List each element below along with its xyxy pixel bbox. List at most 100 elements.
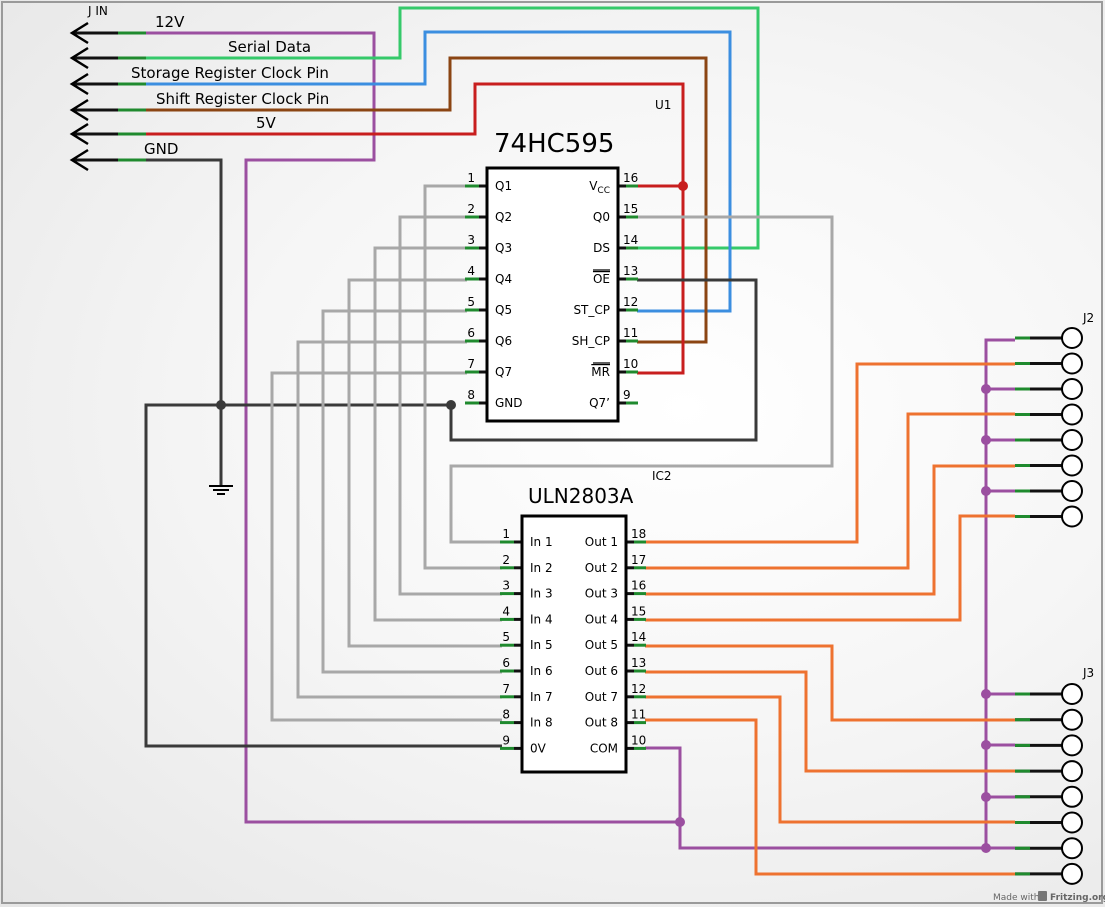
ic2-pin-number: 3 [502, 579, 510, 593]
connector-pin-circle [1061, 760, 1083, 783]
ic2-pin-label: In 1 [530, 535, 553, 549]
u1-pin-label: Q7’ [589, 396, 610, 410]
jin-signal-label: Serial Data [228, 38, 311, 56]
wire-oe-gnd [449, 278, 758, 442]
ic2-pin-9: 9 [500, 733, 522, 750]
j3-pin-1 [1015, 683, 1083, 705]
connector-pin-circle [1061, 734, 1083, 757]
u1-pin-4: 4 [465, 264, 487, 281]
wire-out2 [645, 412, 1015, 570]
connector-pin-circle [1061, 327, 1083, 349]
j2-pin-4 [1015, 403, 1083, 426]
u1-pin-3: 3 [465, 233, 487, 250]
connector-pin-circle [1061, 837, 1083, 860]
ic2-pin-label: In 6 [530, 664, 553, 678]
u1-pin-number: 1 [467, 171, 475, 185]
ic2-pin-7: 7 [500, 682, 522, 699]
wire-q2-in3 [398, 215, 502, 596]
ic2-pin-3: 3 [500, 579, 522, 596]
u1-pin-number: 4 [467, 264, 475, 278]
wire-5v [146, 82, 685, 375]
ic2-pin-number: 6 [502, 656, 510, 670]
jin-pin-3: Storage Register Clock Pin [69, 64, 329, 96]
wires [144, 6, 1015, 876]
u1-pin-16: 16 [618, 171, 638, 188]
arrow-icon [69, 46, 89, 70]
u1-part: 74HC595 [494, 129, 614, 159]
u1-pin-label: Q2 [495, 210, 512, 224]
j2-pin-6 [1015, 454, 1083, 477]
arrow-icon [69, 98, 89, 122]
j3-pin-2 [1015, 708, 1083, 731]
ic2-ref: IC2 [652, 469, 672, 483]
wire-q5-in6 [321, 309, 502, 674]
u1-pin-2: 2 [465, 202, 487, 219]
u1-ref: U1 [655, 98, 671, 112]
ic2-pin-13: 13 [626, 656, 646, 673]
connector-pin-circle [1061, 862, 1083, 885]
u1-pin-number: 16 [623, 171, 638, 185]
u1-pin-9: 9 [618, 388, 638, 405]
u1-pin-number: 15 [623, 202, 638, 216]
jin-ref: J IN [87, 4, 108, 18]
footer: Made with Fritzing.org [993, 891, 1105, 903]
connector-pin-circle [1061, 378, 1083, 400]
arrow-icon [69, 21, 89, 45]
wire-out3 [645, 464, 1015, 596]
u1-pin-number: 9 [623, 388, 631, 402]
arrow-icon [69, 148, 89, 172]
wire-j-common-bus [984, 338, 1015, 848]
jin-pin-1: 12V [69, 13, 185, 45]
connector-pin-circle [1061, 683, 1083, 705]
connector-pin-circle [1061, 352, 1083, 375]
ic2-pin-number: 12 [631, 682, 646, 696]
ic2-pin-6: 6 [500, 656, 522, 673]
ic2-pin-label: In 4 [530, 612, 553, 626]
ic2-pin-label: Out 7 [585, 690, 618, 704]
j3-pin-3 [1015, 734, 1083, 757]
connector-pin-circle [1061, 403, 1083, 426]
j3-pin-8 [1015, 862, 1083, 885]
ic2-pin-number: 9 [502, 733, 510, 747]
ic2-pin-5: 5 [500, 630, 522, 647]
ic2-pin-label: Out 2 [585, 561, 618, 575]
footer-made-with: Made with [993, 893, 1040, 903]
u1-pin-13: 13 [618, 264, 638, 281]
u1-pin-label: OE [593, 272, 610, 286]
ic2-pin-14: 14 [626, 630, 646, 647]
jin-signal-label: 12V [155, 13, 185, 31]
ic2-pin-8: 8 [500, 708, 522, 725]
jin-pin-2: Serial Data [69, 38, 311, 70]
ic2-pin-12: 12 [626, 682, 646, 699]
wire-q6-in7 [296, 340, 502, 699]
connector-pin-circle [1061, 505, 1083, 528]
u1-pin-10: 10 [618, 357, 638, 374]
u1-pin-label: SH_CP [572, 334, 610, 348]
jin-signal-label: GND [144, 140, 178, 158]
wire-com [645, 746, 1015, 850]
j3-pin-7 [1015, 837, 1083, 860]
ic2-pin-label: Out 8 [585, 716, 618, 730]
u1-pin-label: GND [495, 396, 523, 410]
arrow-icon [69, 72, 89, 96]
ground-icon [209, 485, 233, 495]
u1-pin-label: Q5 [495, 303, 512, 317]
ic2-pin-number: 13 [631, 656, 646, 670]
ic2-pin-17: 17 [626, 553, 646, 570]
wire-gnd [146, 158, 223, 486]
ic2-pin-number: 2 [502, 553, 510, 567]
ic2-part: ULN2803A [528, 484, 634, 508]
u1-pin-number: 11 [623, 326, 638, 340]
j3-ref: J3 [1082, 666, 1094, 680]
u1-pin-number: 5 [467, 295, 475, 309]
j2-pin-3 [1015, 378, 1083, 400]
ic2-pin-number: 4 [502, 604, 510, 618]
ic2-pin-label: Out 3 [585, 587, 618, 601]
junction-bus-3 [981, 486, 991, 496]
wire-q1-in2 [423, 184, 502, 570]
connector-pin-circle [1061, 708, 1083, 731]
